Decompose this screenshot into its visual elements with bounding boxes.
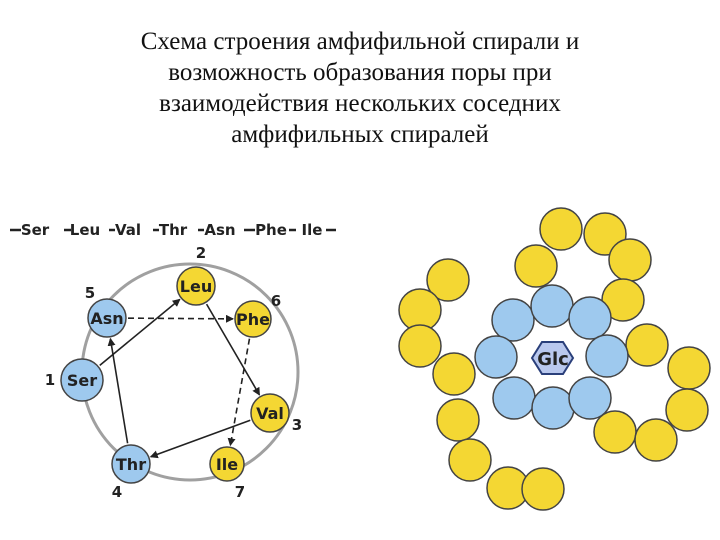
hydrophilic-residue-circle <box>568 296 612 340</box>
sequence-residue-thr: Thr <box>159 221 188 239</box>
hydrophobic-residue-circle <box>667 346 711 390</box>
hydrophobic-residue-circle <box>436 398 480 442</box>
hydrophobic-residue-circle <box>625 323 669 367</box>
arrow-leu-to-val <box>205 303 261 396</box>
sequence-residue-asn: Asn <box>204 221 235 239</box>
hydrophobic-residue-circle <box>521 467 565 511</box>
residue-label: Ser <box>67 371 97 390</box>
residue-number: 5 <box>85 284 95 302</box>
arrow-phe-to-ile <box>227 338 251 447</box>
sequence-residue-phe: Phe <box>255 221 287 239</box>
wheel-residue-ile: Ile 7 <box>209 446 245 501</box>
residue-number: 2 <box>196 244 206 262</box>
wheel-residue-thr: Thr 4 <box>111 444 151 501</box>
hydrophobic-residue-circle <box>448 438 492 482</box>
wheel-residue-val: Val 3 <box>250 393 302 434</box>
pore-helices <box>398 207 711 511</box>
hydrophobic-residue-circle <box>432 352 476 396</box>
hydrophilic-residue-circle <box>474 335 518 379</box>
residue-label: Ile <box>216 455 238 474</box>
hydrophobic-residue-circle <box>398 324 442 368</box>
residue-number: 7 <box>235 483 245 501</box>
title-line-2: возможность образования поры при <box>168 59 552 86</box>
residue-number: 4 <box>112 483 122 501</box>
residue-circle <box>250 393 290 433</box>
amino-acid-sequence: Ser Leu Val Thr Asn Phe Ile <box>10 221 336 239</box>
residue-circle <box>87 298 127 338</box>
hydrophilic-residue-circle <box>585 334 629 378</box>
pore-diagram: Glc <box>398 207 711 511</box>
hydrophilic-residue-circle <box>531 386 575 430</box>
residue-label: Leu <box>180 277 212 296</box>
residue-number: 6 <box>271 292 281 310</box>
wheel-arrows <box>99 298 261 459</box>
arrow-thr-to-asn <box>107 337 129 444</box>
wheel-residue-leu: Leu 2 <box>176 244 216 306</box>
sequence-residue-val: Val <box>115 221 141 239</box>
title-line-4: амфифильных спиралей <box>231 121 489 148</box>
residue-number: 3 <box>292 416 302 434</box>
hydrophobic-residue-circle <box>608 238 652 282</box>
hydrophilic-residue-circle <box>568 376 612 420</box>
residue-circle <box>209 446 245 482</box>
residue-circle <box>176 266 216 306</box>
sequence-residue-leu: Leu <box>70 221 100 239</box>
hydrophobic-residue-circle <box>514 244 558 288</box>
wheel-residue-asn: Asn 5 <box>85 284 127 338</box>
hydrophilic-residue-circle <box>491 298 535 342</box>
glc-hexagon-icon <box>530 341 575 375</box>
arrow-asn-to-phe <box>127 314 235 323</box>
sequence-residue-ser: Ser <box>21 221 50 239</box>
hydrophobic-residue-circle <box>665 388 709 432</box>
residue-circle <box>60 358 104 402</box>
title-line-1: Схема строения амфифильной спирали и <box>140 28 580 55</box>
title-line-3: взаимодействия нескольких соседних <box>159 90 561 117</box>
residue-circle <box>111 444 151 484</box>
hydrophilic-residue-circle <box>530 284 574 328</box>
residue-circle <box>234 300 272 338</box>
wheel-residue-ser: Ser 1 <box>45 358 104 402</box>
residue-label: Asn <box>90 309 123 328</box>
residue-number: 1 <box>45 371 55 389</box>
hydrophobic-residue-circle <box>426 258 470 302</box>
hydrophobic-residue-circle <box>593 410 637 454</box>
arrow-val-to-thr <box>149 419 251 459</box>
slide-title: Схема строения амфифильной спирали и воз… <box>60 26 660 150</box>
residue-label: Thr <box>116 455 146 474</box>
hydrophilic-residue-circle <box>492 376 536 420</box>
glc-label: Glc <box>537 349 569 370</box>
hydrophobic-residue-circle <box>539 207 583 251</box>
sequence-residue-ile: Ile <box>302 221 323 239</box>
hydrophobic-residue-circle <box>634 418 678 462</box>
residue-label: Phe <box>236 310 270 329</box>
residue-label: Val <box>256 404 284 423</box>
